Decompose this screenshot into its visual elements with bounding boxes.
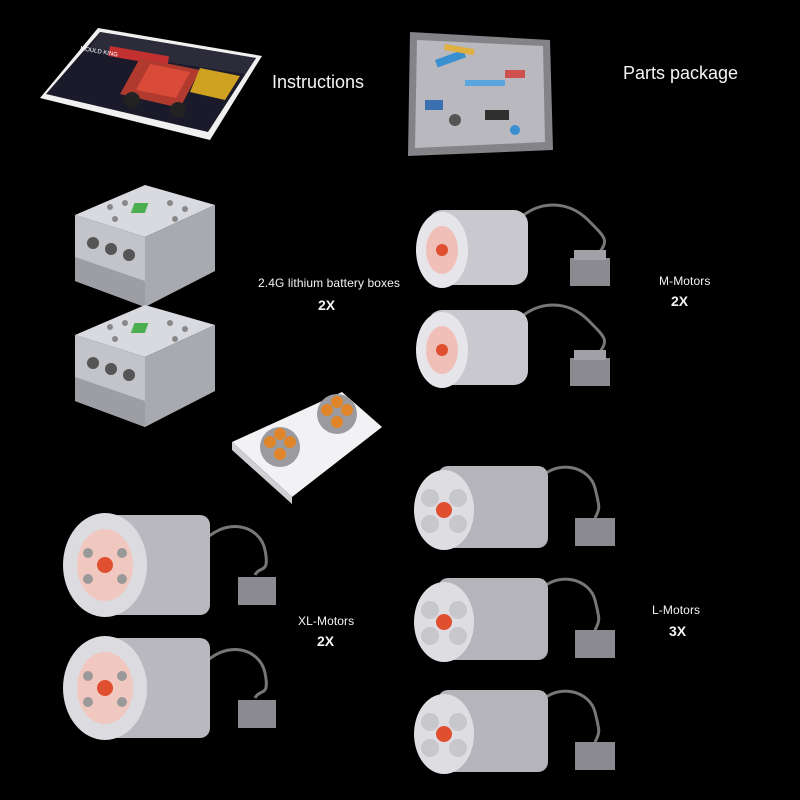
m-motor-image-2 [416,303,610,388]
instructions-label: Instructions [272,72,365,92]
l-motor-image-1 [414,465,615,550]
parts-package-image [408,32,553,156]
battery-box-image-2 [75,305,215,427]
m-motor-image-1 [416,203,610,288]
xl-motors-qty: 2X [317,633,335,649]
remote-control-image [232,392,382,504]
battery-boxes-qty: 2X [318,297,336,313]
l-motors-label: L-Motors [652,603,701,617]
battery-box-image-1 [75,185,215,307]
xl-motor-image-1 [63,513,276,617]
parts-package-label: Parts package [623,63,739,83]
instructions-booklet-image: MOULD KING [40,28,262,140]
battery-boxes-label: 2.4G lithium battery boxes [258,276,401,290]
l-motor-image-2 [414,577,615,662]
xl-motor-image-2 [63,636,276,740]
l-motors-qty: 3X [669,623,687,639]
xl-motors-label: XL-Motors [298,614,355,628]
m-motors-qty: 2X [671,293,689,309]
l-motor-image-3 [414,689,615,774]
m-motors-label: M-Motors [659,274,711,288]
